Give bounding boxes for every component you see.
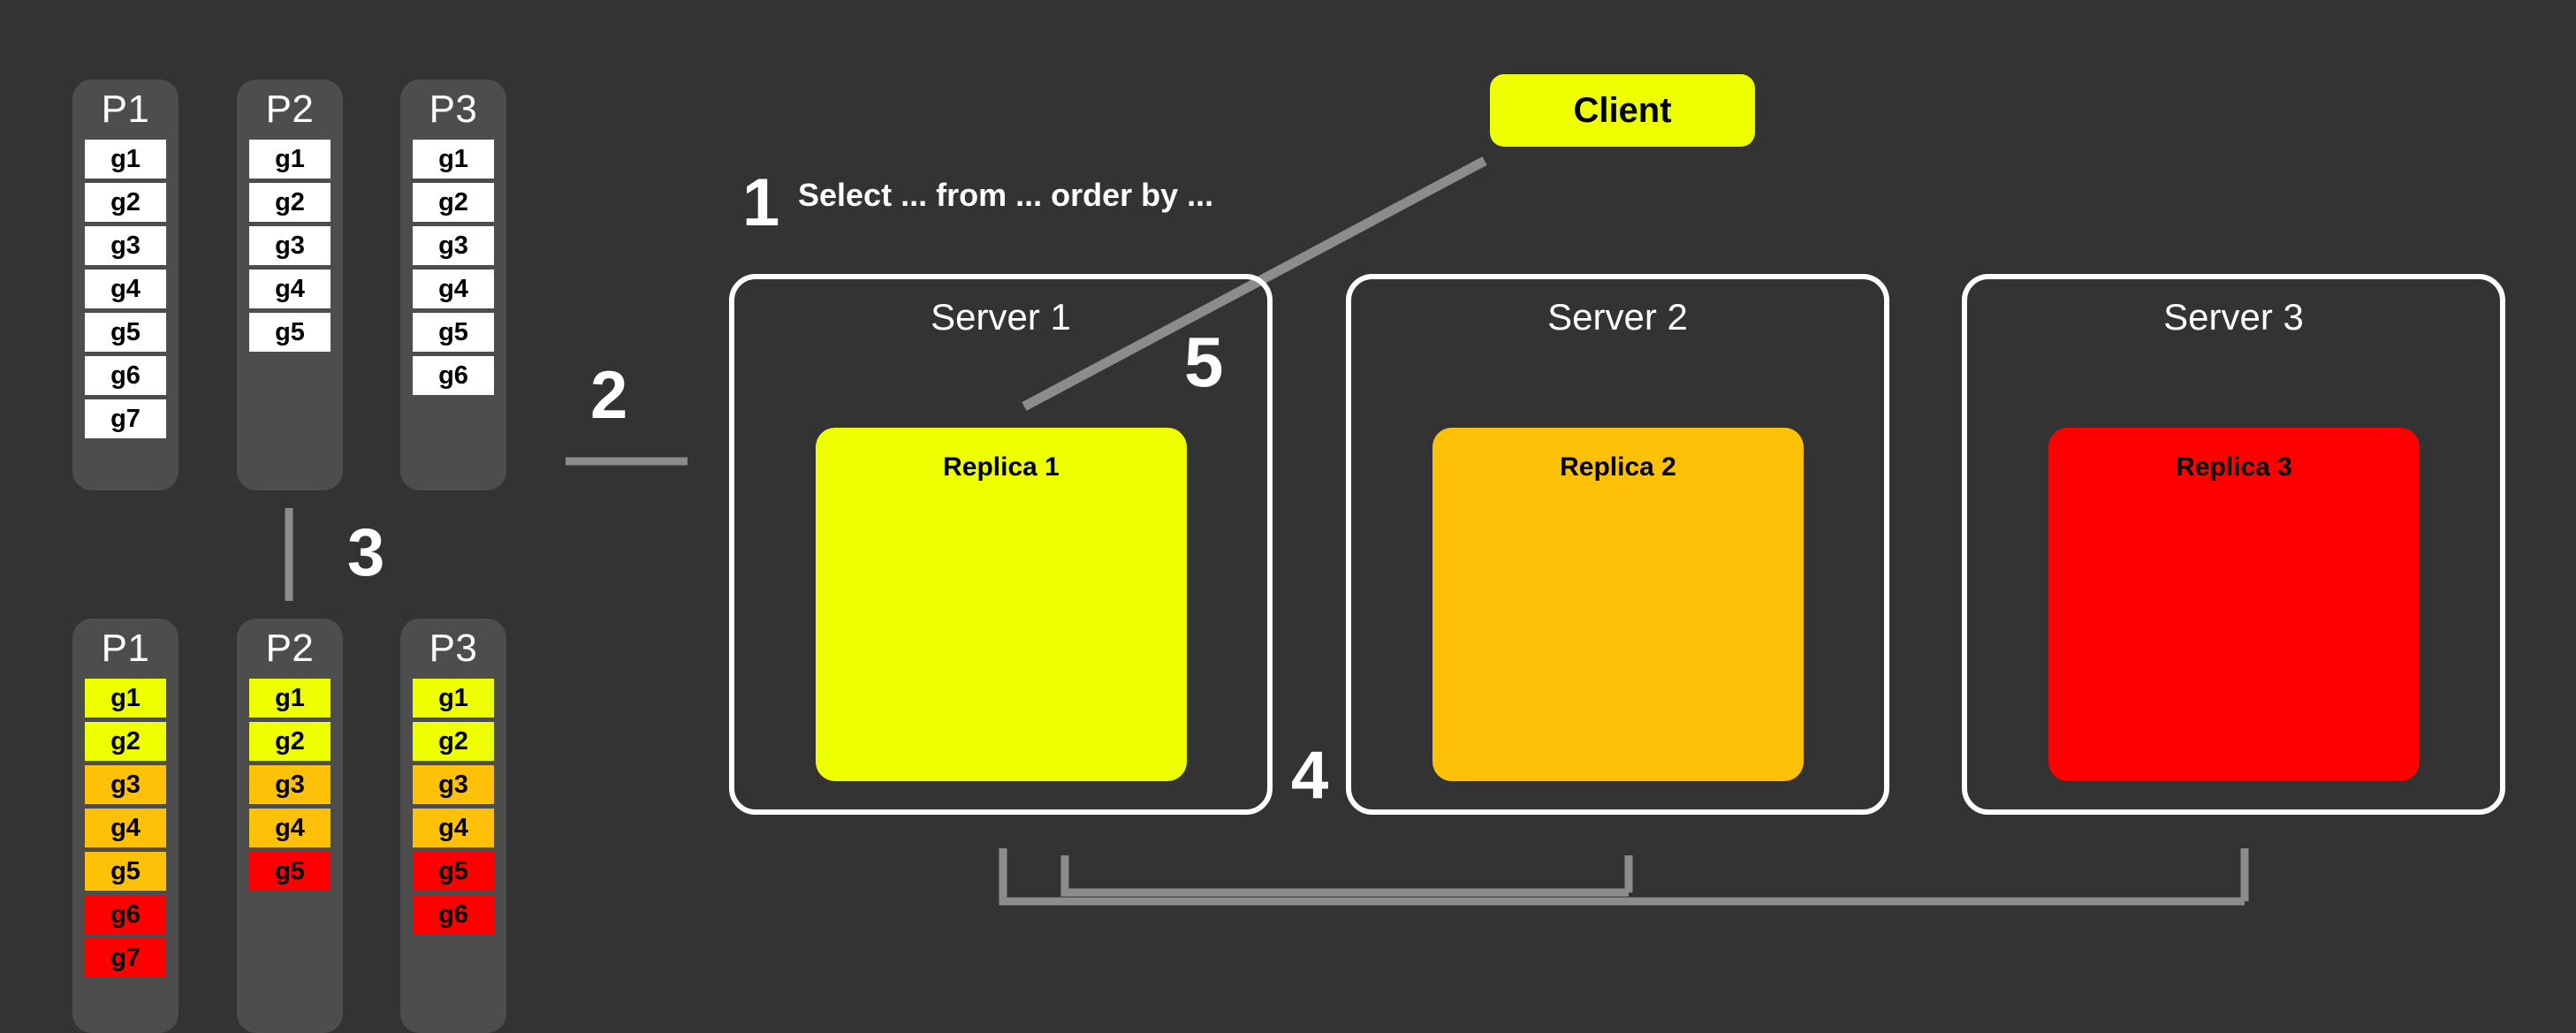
data-block: g4 <box>249 809 331 847</box>
data-block: g5 <box>85 313 166 352</box>
data-block: g3 <box>249 765 331 804</box>
server-title: Server 1 <box>931 296 1071 338</box>
partition-label: P1 <box>101 627 150 670</box>
data-block: g5 <box>413 852 494 891</box>
data-block: g2 <box>413 722 494 761</box>
data-block: g2 <box>413 183 494 222</box>
data-block: g3 <box>249 226 331 265</box>
partition-top-p3: P3 g1 g2 g3 g4 g5 g6 <box>400 80 506 490</box>
block-list: g1 g2 g3 g4 g5 g6 g7 <box>72 140 179 438</box>
data-block: g2 <box>249 722 331 761</box>
data-block: g1 <box>413 679 494 718</box>
partition-bottom-p1: P1 g1 g2 g3 g4 g5 g6 g7 <box>72 619 179 1033</box>
replica-3-box[interactable]: Replica 3 <box>2048 428 2420 781</box>
data-block: g6 <box>85 356 166 395</box>
client-box[interactable]: Client <box>1490 74 1755 147</box>
partition-bottom-p2: P2 g1 g2 g3 g4 g5 <box>237 619 343 1033</box>
data-block: g2 <box>85 722 166 761</box>
partition-top-p2: P2 g1 g2 g3 g4 g5 <box>237 80 343 490</box>
data-block: g2 <box>85 183 166 222</box>
data-block: g7 <box>85 399 166 438</box>
query-text: Select ... from ... order by ... <box>798 177 1214 213</box>
block-list: g1 g2 g3 g4 g5 <box>237 140 343 352</box>
server-title: Server 3 <box>2163 296 2304 338</box>
replica-label: Replica 3 <box>2176 452 2292 482</box>
data-block: g4 <box>249 270 331 308</box>
arrow-step-4-inner <box>1060 855 1633 897</box>
data-block: g1 <box>413 140 494 178</box>
server-title: Server 2 <box>1547 296 1688 338</box>
server-2-container: Server 2 Replica 2 <box>1346 274 1889 815</box>
data-block: g5 <box>249 313 331 352</box>
data-block: g2 <box>249 183 331 222</box>
partition-label: P3 <box>429 627 478 670</box>
partition-label: P1 <box>101 87 150 131</box>
partition-label: P2 <box>265 627 315 670</box>
replica-label: Replica 1 <box>943 452 1060 482</box>
data-block: g5 <box>85 852 166 891</box>
data-block: g5 <box>413 313 494 352</box>
data-block: g4 <box>413 270 494 308</box>
data-block: g7 <box>85 938 166 977</box>
data-block: g4 <box>85 809 166 847</box>
server-3-container: Server 3 Replica 3 <box>1962 274 2505 815</box>
data-block: g6 <box>413 895 494 934</box>
data-block: g1 <box>85 140 166 178</box>
data-block: g3 <box>85 226 166 265</box>
step-number-1: 1 <box>742 165 780 240</box>
data-block: g4 <box>413 809 494 847</box>
replica-1-box[interactable]: Replica 1 <box>816 428 1187 781</box>
arrow-step-4-outer <box>999 848 2249 906</box>
partition-label: P2 <box>265 87 315 131</box>
data-block: g1 <box>249 679 331 718</box>
data-block: g6 <box>413 356 494 395</box>
replica-label: Replica 2 <box>1560 452 1676 482</box>
data-block: g5 <box>249 852 331 891</box>
data-block: g3 <box>85 765 166 804</box>
step-number-3: 3 <box>347 515 385 590</box>
data-block: g4 <box>85 270 166 308</box>
data-block: g3 <box>413 765 494 804</box>
data-block: g1 <box>249 140 331 178</box>
partition-label: P3 <box>429 87 478 131</box>
block-list: g1 g2 g3 g4 g5 g6 <box>400 679 506 934</box>
client-label: Client <box>1573 91 1672 130</box>
block-list: g1 g2 g3 g4 g5 g6 <box>400 140 506 395</box>
step-number-2: 2 <box>590 358 628 433</box>
block-list: g1 g2 g3 g4 g5 g6 g7 <box>72 679 179 977</box>
data-block: g1 <box>85 679 166 718</box>
block-list: g1 g2 g3 g4 g5 <box>237 679 343 891</box>
data-block: g6 <box>85 895 166 934</box>
data-block: g3 <box>413 226 494 265</box>
replica-2-box[interactable]: Replica 2 <box>1432 428 1804 781</box>
server-1-container: Server 1 Replica 1 <box>729 274 1273 815</box>
partition-top-p1: P1 g1 g2 g3 g4 g5 g6 g7 <box>72 80 179 490</box>
partition-bottom-p3: P3 g1 g2 g3 g4 g5 g6 <box>400 619 506 1033</box>
step-number-4: 4 <box>1291 738 1329 813</box>
step-number-5: 5 <box>1184 323 1224 401</box>
